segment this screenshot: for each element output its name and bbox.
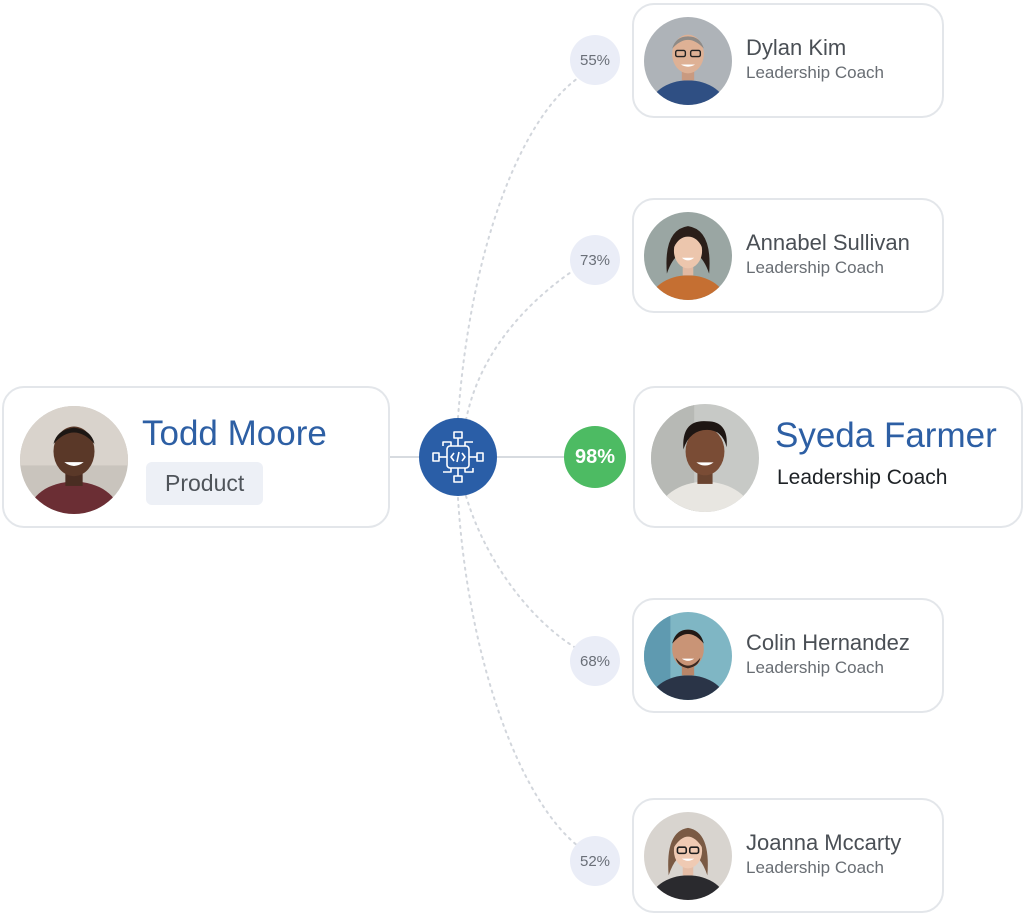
- match-score-badge: 73%: [570, 235, 620, 285]
- best-match-role: Leadership Coach: [777, 466, 948, 489]
- match-role: Leadership Coach: [746, 858, 884, 877]
- match-card[interactable]: Colin Hernandez Leadership Coach: [632, 598, 944, 713]
- source-avatar: [20, 406, 128, 514]
- match-card[interactable]: Dylan Kim Leadership Coach: [632, 3, 944, 118]
- match-name: Dylan Kim: [746, 35, 847, 60]
- best-match-score-badge: 98%: [564, 426, 626, 488]
- source-name: Todd Moore: [142, 414, 327, 453]
- match-avatar: [644, 212, 732, 300]
- match-name: Colin Hernandez: [746, 630, 910, 655]
- connector-hub-match-2: [465, 269, 575, 421]
- match-name: Joanna Mccarty: [746, 830, 902, 855]
- department-badge: Product: [146, 462, 264, 505]
- best-match-card[interactable]: Syeda Farmer Leadership Coach: [633, 386, 1023, 528]
- match-card[interactable]: Joanna Mccarty Leadership Coach: [632, 798, 944, 913]
- best-match-avatar: [651, 404, 759, 512]
- connector-hub-match-1: [457, 77, 579, 419]
- source-profile-card[interactable]: Todd Moore Product: [2, 386, 390, 528]
- best-match-name: Syeda Farmer: [775, 416, 997, 455]
- match-avatar: [644, 612, 732, 700]
- match-score-badge: 52%: [570, 836, 620, 886]
- network-code-icon: [419, 418, 497, 496]
- match-avatar: [644, 17, 732, 105]
- match-role: Leadership Coach: [746, 258, 884, 277]
- match-score-badge: 55%: [570, 35, 620, 85]
- match-name: Annabel Sullivan: [746, 230, 910, 255]
- connector-hub-match-5: [457, 497, 579, 847]
- connector-hub-match-4: [465, 495, 577, 649]
- match-role: Leadership Coach: [746, 63, 884, 82]
- match-role: Leadership Coach: [746, 658, 884, 677]
- match-score-badge: 68%: [570, 636, 620, 686]
- match-avatar: [644, 812, 732, 900]
- match-card[interactable]: Annabel Sullivan Leadership Coach: [632, 198, 944, 313]
